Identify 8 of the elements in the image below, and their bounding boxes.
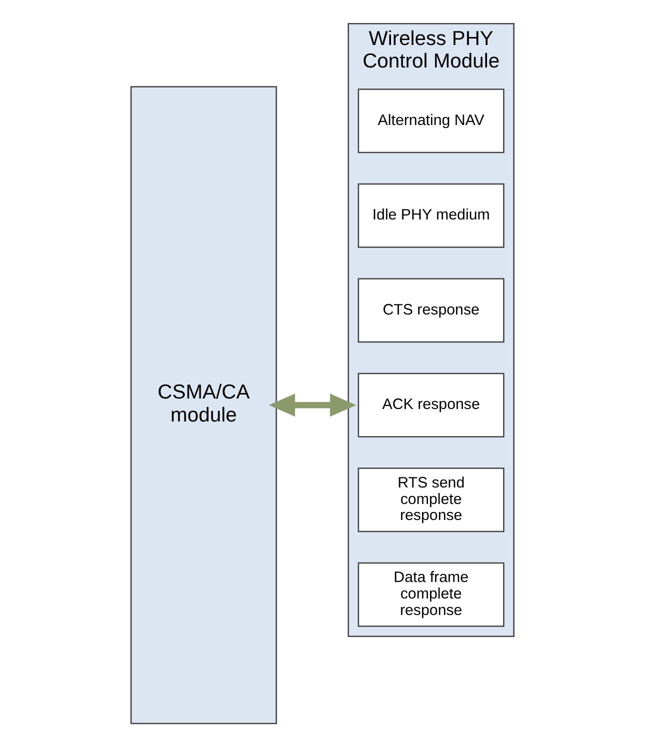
node-box: ACK response (358, 372, 504, 438)
node-box: CSMA/CA module (130, 86, 277, 724)
node-box: Idle PHY medium (358, 183, 504, 248)
node-box: CTS response (358, 278, 504, 343)
node-box: Data frame complete response (358, 562, 504, 627)
node-box: Alternating NAV (358, 88, 504, 154)
node-box: RTS send complete response (358, 468, 504, 532)
arrow (268, 394, 356, 417)
